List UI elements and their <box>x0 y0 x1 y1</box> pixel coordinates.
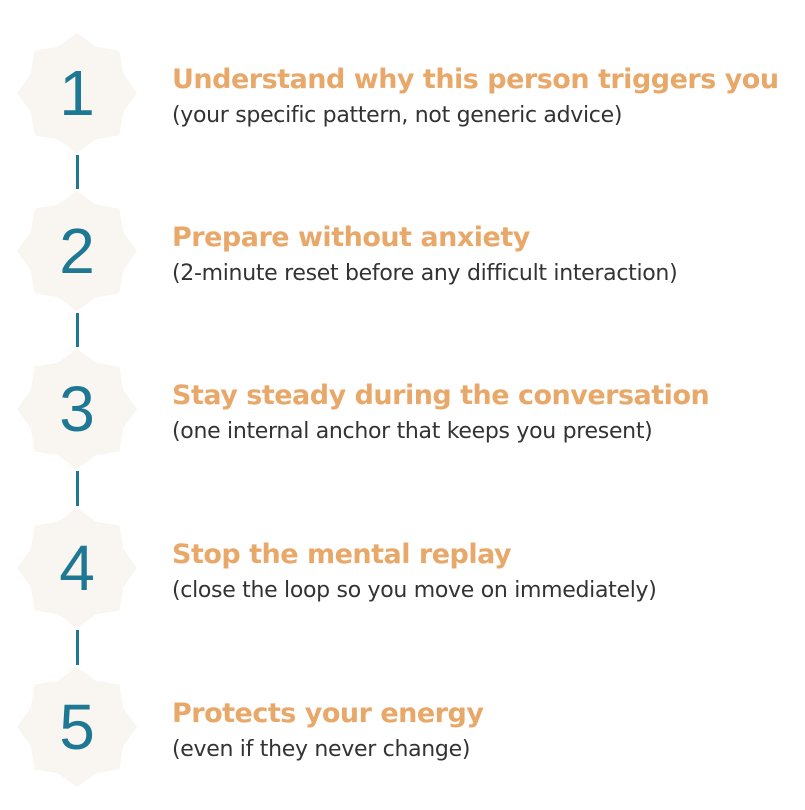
step-item: 5 Protects your energy (even if they nev… <box>0 667 805 797</box>
connector-line <box>76 313 79 347</box>
step-badge: 2 <box>17 191 137 311</box>
step-subtitle: (one internal anchor that keeps you pres… <box>172 419 653 444</box>
step-title: Protects your energy <box>172 698 484 729</box>
step-number: 1 <box>59 57 95 129</box>
star-badge-icon <box>17 508 137 628</box>
step-title: Understand why this person triggers you <box>172 64 779 95</box>
step-badge: 5 <box>17 667 137 787</box>
star-badge-icon <box>17 667 137 787</box>
star-badge-icon <box>17 33 137 153</box>
step-number: 4 <box>59 532 95 604</box>
step-badge: 4 <box>17 508 137 628</box>
step-title: Stay steady during the conversation <box>172 380 710 411</box>
step-item: 2 Prepare without anxiety (2-minute rese… <box>0 191 805 321</box>
step-subtitle: (even if they never change) <box>172 737 471 762</box>
step-item: 3 Stay steady during the conversation (o… <box>0 349 805 479</box>
step-badge: 1 <box>17 33 137 153</box>
step-subtitle: (your specific pattern, not generic advi… <box>172 103 623 128</box>
step-badge: 3 <box>17 349 137 469</box>
star-badge-icon <box>17 191 137 311</box>
step-title: Stop the mental replay <box>172 539 512 570</box>
connector-line <box>76 155 79 189</box>
step-title: Prepare without anxiety <box>172 222 530 253</box>
connector-line <box>76 630 79 665</box>
step-subtitle: (2-minute reset before any difficult int… <box>172 261 678 286</box>
connector-line <box>76 471 79 506</box>
star-badge-icon <box>17 349 137 469</box>
step-item: 1 Understand why this person triggers yo… <box>0 33 805 163</box>
step-number: 5 <box>59 691 95 763</box>
step-item: 4 Stop the mental replay (close the loop… <box>0 508 805 638</box>
step-subtitle: (close the loop so you move on immediate… <box>172 578 657 603</box>
step-number: 3 <box>59 373 95 445</box>
step-number: 2 <box>59 215 95 287</box>
